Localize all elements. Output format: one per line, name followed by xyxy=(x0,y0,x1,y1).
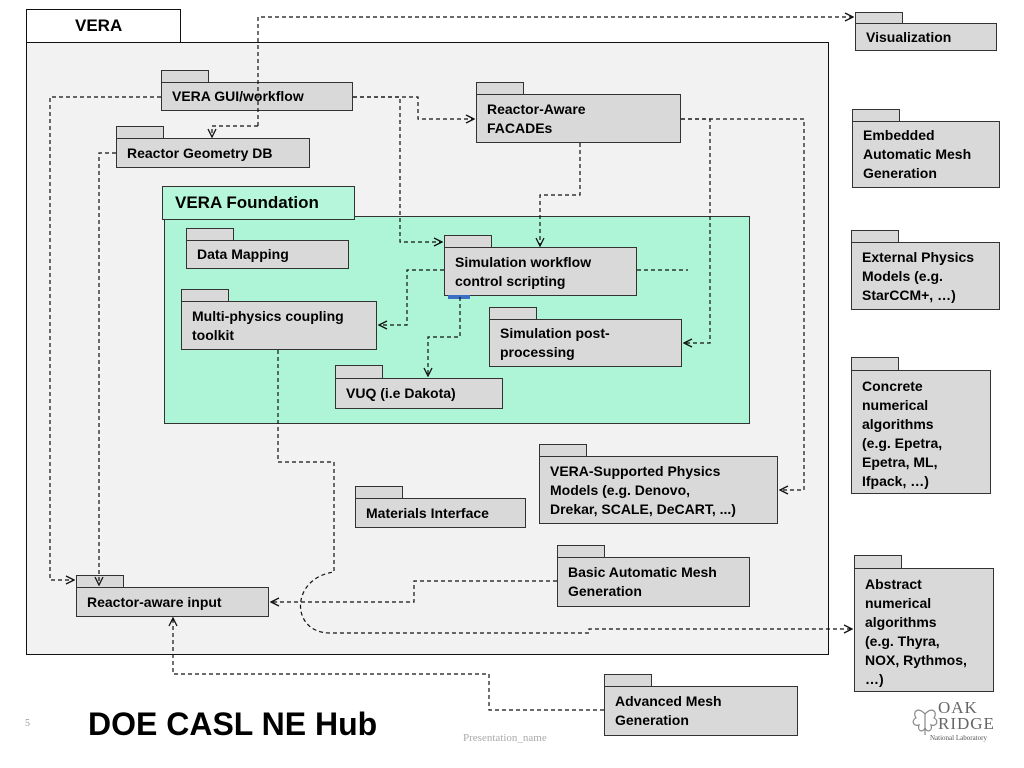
foundation-title: VERA Foundation xyxy=(162,186,355,220)
page-number: 5 xyxy=(25,718,30,729)
arrow-advanced-mesh-to-reactor-input xyxy=(173,618,604,711)
package-sim-post[interactable]: Simulation post- processing xyxy=(489,319,682,367)
package-embedded-mesh[interactable]: Embedded Automatic Mesh Generation xyxy=(852,121,1000,188)
package-reactor-input[interactable]: Reactor-aware input xyxy=(76,587,269,617)
arrow-facades-to-supported-physics xyxy=(681,118,805,490)
package-external-physics[interactable]: External Physics Models (e.g. StarCCM+, … xyxy=(851,242,1000,310)
logo-subtitle: National Laboratory xyxy=(930,734,987,742)
package-multiphysics[interactable]: Multi-physics coupling toolkit xyxy=(181,301,377,350)
package-gui-workflow[interactable]: VERA GUI/workflow xyxy=(161,82,353,111)
package-basic-mesh[interactable]: Basic Automatic Mesh Generation xyxy=(557,557,750,607)
arrow-facades-to-sim-post xyxy=(681,118,711,343)
package-materials-interface[interactable]: Materials Interface xyxy=(355,498,526,528)
package-vuq[interactable]: VUQ (i.e Dakota) xyxy=(335,378,503,409)
arrow-basic-mesh-to-reactor-input xyxy=(271,580,557,602)
logo-line1: OAK xyxy=(938,698,978,717)
package-supported-physics[interactable]: VERA-Supported Physics Models (e.g. Deno… xyxy=(539,456,778,524)
oak-ridge-logo: OAK RIDGE National Laboratory xyxy=(908,696,1018,746)
package-reactor-facades[interactable]: Reactor-Aware FACADEs xyxy=(476,94,681,143)
package-concrete-numerical[interactable]: Concrete numerical algorithms (e.g. Epet… xyxy=(851,370,991,494)
logo-line2: RIDGE xyxy=(938,714,995,733)
package-sim-workflow[interactable]: Simulation workflow control scripting xyxy=(444,247,637,296)
package-data-mapping[interactable]: Data Mapping xyxy=(186,240,349,269)
arrow-gui-to-visualization xyxy=(257,17,853,126)
arrow-gui-to-geometry-db xyxy=(212,125,258,137)
slide-title: DOE CASL NE Hub xyxy=(88,706,378,742)
arrow-facades-to-sim-workflow xyxy=(540,143,581,246)
leaf-icon xyxy=(912,709,938,735)
package-visualization[interactable]: Visualization xyxy=(855,23,997,51)
arrow-multiphysics-to-abstract-numerical xyxy=(277,350,852,634)
arrow-gui-to-reactor-input xyxy=(49,96,161,580)
presentation-name: Presentation_name xyxy=(463,732,547,744)
arrow-sim-workflow-to-vuq xyxy=(428,297,461,376)
package-advanced-mesh[interactable]: Advanced Mesh Generation xyxy=(604,686,798,736)
package-abstract-numerical[interactable]: Abstract numerical algorithms (e.g. Thyr… xyxy=(854,568,994,692)
arrow-gui-to-sim-workflow xyxy=(353,96,442,242)
arrow-geometry-db-to-reactor-input xyxy=(99,152,116,585)
selection-marker xyxy=(448,295,470,299)
arrow-gui-to-facades xyxy=(353,96,474,119)
arrow-sim-workflow-to-multiphysics xyxy=(379,269,444,325)
vera-title: VERA xyxy=(26,9,181,43)
package-reactor-geometry-db[interactable]: Reactor Geometry DB xyxy=(116,138,310,168)
